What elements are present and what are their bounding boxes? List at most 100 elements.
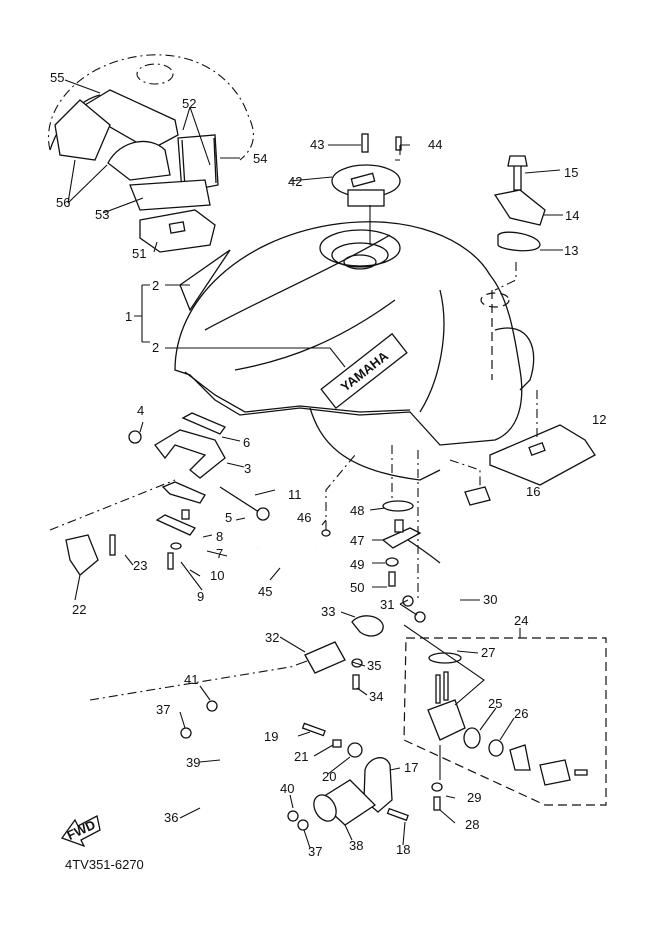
callout-14: 14 <box>565 208 579 223</box>
damper-16 <box>464 486 491 506</box>
bolt-50 <box>388 571 396 587</box>
bolt-43 <box>361 133 369 153</box>
washer-10 <box>170 542 182 550</box>
callout-37-upper: 37 <box>156 702 170 717</box>
callout-34: 34 <box>369 689 383 704</box>
bracket-14 <box>493 189 546 226</box>
callout-50: 50 <box>350 580 364 595</box>
callout-12: 12 <box>592 412 606 427</box>
clamp-33 <box>351 615 384 637</box>
callout-17: 17 <box>404 760 418 775</box>
callout-2-lower: 2 <box>152 340 159 355</box>
callout-18: 18 <box>396 842 410 857</box>
callout-43: 43 <box>310 137 324 152</box>
callout-33: 33 <box>321 604 335 619</box>
callout-8: 8 <box>216 529 223 544</box>
front-bracket-parts <box>49 412 270 576</box>
lever <box>509 744 531 771</box>
callout-46: 46 <box>297 510 311 525</box>
clamp-37a <box>180 727 192 739</box>
callout-22: 22 <box>72 602 86 617</box>
o-ring-25 <box>463 727 481 749</box>
callout-53: 53 <box>95 207 109 222</box>
callout-1: 1 <box>125 309 132 324</box>
collar-8 <box>181 509 190 520</box>
callout-47: 47 <box>350 533 364 548</box>
fuel-cock-assembly <box>403 624 607 811</box>
callout-4: 4 <box>137 403 144 418</box>
hose-and-sender-parts <box>256 445 441 600</box>
callout-6: 6 <box>243 435 250 450</box>
plate-5 <box>161 481 206 504</box>
callout-19: 19 <box>264 729 278 744</box>
callout-3: 3 <box>244 461 251 476</box>
hose-45 <box>257 544 317 576</box>
callout-labels: 55 52 54 56 53 51 43 44 42 15 14 13 2 1 … <box>50 70 606 872</box>
bolt-28 <box>433 796 441 811</box>
fuel-filter-32 <box>304 641 346 674</box>
cover-front-56 <box>107 140 171 181</box>
callout-9: 9 <box>197 589 204 604</box>
screw-18 <box>386 807 409 822</box>
callout-42: 42 <box>288 174 302 189</box>
callout-16: 16 <box>526 484 540 499</box>
callout-10: 10 <box>210 568 224 583</box>
cover-bracket-52 <box>177 134 219 193</box>
fuel-filter-parts <box>89 586 461 701</box>
clamp-31a <box>402 595 414 607</box>
callout-20: 20 <box>322 769 336 784</box>
fuel-tank: YAMAHA <box>174 221 535 481</box>
clip-46 <box>321 529 331 537</box>
callout-27: 27 <box>481 645 495 660</box>
callout-39: 39 <box>186 755 200 770</box>
callout-15: 15 <box>564 165 578 180</box>
clamp-31b <box>414 611 426 623</box>
fuel-cock-body <box>427 699 466 741</box>
forward-direction-arrow: FWD <box>60 815 101 848</box>
washer-49 <box>385 557 399 567</box>
callout-41: 41 <box>184 672 198 687</box>
callout-38: 38 <box>349 838 363 853</box>
bolt-9 <box>167 552 174 570</box>
callout-32: 32 <box>265 630 279 645</box>
callout-31: 31 <box>380 597 394 612</box>
callout-49: 49 <box>350 557 364 572</box>
callout-40: 40 <box>280 781 294 796</box>
callout-13: 13 <box>564 243 578 258</box>
washer-29 <box>431 782 443 792</box>
mount-22 <box>65 534 99 576</box>
callout-2-upper: 2 <box>152 278 159 293</box>
tank-body <box>174 221 523 446</box>
gasket-48 <box>382 500 414 512</box>
callout-37-lower: 37 <box>308 844 322 859</box>
cover-base-53 <box>129 179 211 211</box>
callout-26: 26 <box>514 706 528 721</box>
bracket-3 <box>154 429 226 479</box>
damper-20 <box>347 742 363 758</box>
callout-23: 23 <box>133 558 147 573</box>
callout-35: 35 <box>367 658 381 673</box>
callout-21: 21 <box>294 749 308 764</box>
plate-7 <box>155 514 196 536</box>
bolt-11 <box>219 486 263 515</box>
rubber-12 <box>489 424 596 486</box>
fuel-pump-parts <box>301 722 409 826</box>
callout-51: 51 <box>132 246 146 261</box>
leader-lines <box>64 79 563 849</box>
fuel-hoses <box>152 700 309 848</box>
callout-36: 36 <box>164 810 178 825</box>
side-decal-2 <box>179 249 231 312</box>
callout-5: 5 <box>225 510 232 525</box>
callout-7: 7 <box>216 546 223 561</box>
callout-56: 56 <box>56 195 70 210</box>
cover-plate <box>539 759 571 786</box>
callout-25: 25 <box>488 696 502 711</box>
callout-52: 52 <box>182 96 196 111</box>
tank-cover-assembly <box>48 54 254 253</box>
damper-13 <box>497 231 541 252</box>
callout-44: 44 <box>428 137 442 152</box>
drawing-code: 4TV351-6270 <box>65 857 144 872</box>
clamp-41 <box>206 700 218 712</box>
callout-54: 54 <box>253 151 267 166</box>
